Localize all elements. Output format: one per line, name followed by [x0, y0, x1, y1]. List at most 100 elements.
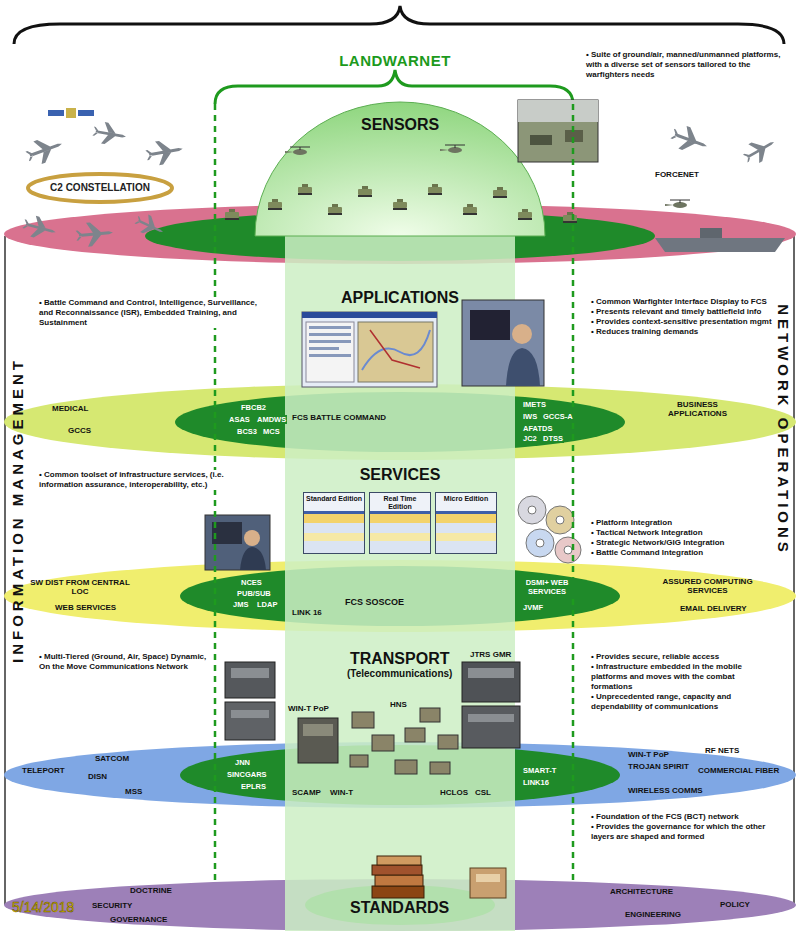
bullet-note: • Provides the governance for which the … — [591, 822, 775, 842]
label-group: POLICY — [720, 900, 750, 909]
label-group: • Foundation of the FCS (BCT) network• P… — [590, 812, 776, 842]
layer-label: ASSURED COMPUTING SERVICES — [655, 577, 760, 595]
node-title: Real Time Edition — [371, 495, 429, 511]
system-label: JTRS GMR — [470, 650, 511, 659]
layer-label: DOCTRINE — [130, 886, 172, 895]
bullet-note: • Unprecedented range, capacity and depe… — [591, 692, 775, 712]
layer-heading: APPLICATIONS — [338, 289, 462, 307]
layer-label: ENGINEERING — [625, 910, 681, 919]
label-group: • Multi-Tiered (Ground, Air, Space) Dyna… — [38, 652, 212, 672]
bullet-note: • Multi-Tiered (Ground, Air, Space) Dyna… — [39, 652, 211, 672]
label-group: JTRS GMR — [470, 650, 511, 659]
label-group: IMETS — [522, 400, 547, 409]
ground-vehicles — [225, 184, 577, 223]
layer-heading: TRANSPORT(Telecommunications) — [344, 650, 455, 680]
layer-label: RF NETS — [705, 746, 739, 755]
layer-label: GCCS — [68, 426, 91, 435]
label-group: INFORMATION MANAGEMENT — [10, 357, 26, 663]
system-label: GCCS-A — [542, 412, 574, 421]
radio-equipment — [225, 662, 520, 774]
system-label: CSL — [475, 788, 491, 797]
layer-label: WEB SERVICES — [55, 603, 116, 612]
label-group: TELEPORT — [22, 766, 65, 775]
system-label: FBCB2 — [240, 403, 267, 412]
layer-label: SW DIST FROM CENTRAL LOC — [30, 578, 130, 596]
label-group: NCES — [240, 578, 263, 587]
satellite — [48, 108, 94, 118]
side-title: INFORMATION MANAGEMENT — [10, 357, 26, 663]
layer-label: SECURITY — [92, 901, 132, 910]
label-group: ASAS — [228, 415, 251, 424]
landwarnet-boundary — [214, 104, 217, 880]
landwarnet-boundary — [572, 104, 575, 880]
system-label: FCS BATTLE COMMAND — [292, 413, 386, 422]
label-group: HCLOS — [440, 788, 468, 797]
label-group: LINK16 — [522, 778, 550, 787]
system-label: SINCGARS — [226, 770, 268, 779]
label-group: MSS — [125, 787, 142, 796]
system-label: MCS — [262, 427, 281, 436]
standards-books — [372, 856, 506, 898]
label-group: C2 CONSTELLATION — [30, 182, 170, 194]
layer-label: FORCENET — [655, 170, 699, 179]
layer-label: WIRELESS COMMS — [628, 786, 703, 795]
system-label: LINK 16 — [292, 608, 322, 617]
label-group: • Provides secure, reliable access• Infr… — [590, 652, 776, 712]
label-group: SCAMP — [292, 788, 321, 797]
layer-label: WIN-T PoP — [628, 750, 669, 759]
layer-heading: SENSORS — [358, 116, 442, 134]
bullet-note: • Common toolset of infrastructure servi… — [39, 470, 254, 490]
layer-label: BUSINESS APPLICATIONS — [650, 400, 745, 418]
label-group: GOVERNANCE — [110, 915, 167, 924]
label-group: DISN — [88, 772, 107, 781]
aircraft — [21, 120, 780, 247]
layer-label: POLICY — [720, 900, 750, 909]
label-group: HNS — [390, 700, 407, 709]
label-group: LDAP — [256, 600, 278, 609]
operator-photo — [462, 300, 544, 386]
layer-label: EMAIL DELIVERY — [680, 604, 747, 613]
label-group: EMAIL DELIVERY — [680, 604, 747, 613]
battlefield-photo — [518, 100, 598, 162]
layer-label: MSS — [125, 787, 142, 796]
label-group: AFATDS — [522, 424, 553, 433]
node-title: Standard Edition — [305, 495, 363, 503]
system-label: HCLOS — [440, 788, 468, 797]
system-label: WIN-T — [330, 788, 353, 797]
label-group: FBCB2 — [240, 403, 267, 412]
c2-ring — [28, 174, 172, 202]
layer-label: SATCOM — [95, 754, 129, 763]
label-group: GCCS — [68, 426, 91, 435]
label-group: DSMI+ WEB SERVICES — [518, 578, 576, 596]
system-label: SMART-T — [522, 766, 557, 775]
system-label: DTSS — [542, 434, 564, 443]
layer-heading: STANDARDS — [347, 899, 452, 917]
label-group: WEB SERVICES — [55, 603, 116, 612]
system-label: HNS — [390, 700, 407, 709]
bullet-note: • Battle Command Integration — [591, 548, 775, 558]
label-group: PUB/SUB — [236, 589, 272, 598]
date-watermark: 5/14/2018 — [12, 899, 74, 915]
node-title: SERVICES — [298, 466, 502, 484]
top-bracket — [14, 6, 784, 44]
label-group: LINK 16 — [292, 608, 322, 617]
software-discs — [518, 496, 581, 563]
label-group: COMMERCIAL FIBER — [698, 766, 779, 775]
constellation-label: C2 CONSTELLATION — [30, 182, 170, 194]
system-label: NCES — [240, 578, 263, 587]
label-group: DTSS — [542, 434, 564, 443]
system-label: IMETS — [522, 400, 547, 409]
label-group: AMDWS — [256, 415, 287, 424]
system-label: JVMF — [522, 603, 544, 612]
node-title: Micro Edition — [437, 495, 495, 503]
frame-line — [4, 236, 6, 905]
bullet-note: • Battle Command and Control, Intelligen… — [39, 298, 271, 328]
label-group: MEDICAL — [52, 404, 88, 413]
network-title: LANDWARNET — [330, 52, 460, 69]
side-title: NETWORK OPERATIONS — [775, 304, 791, 556]
node-title: SENSORS — [361, 116, 439, 134]
services-panel: SERVICES Standard Edition Real Time Editio… — [295, 466, 505, 560]
system-label: JMS — [232, 600, 249, 609]
node-title: APPLICATIONS — [341, 289, 459, 307]
edition-box: Real Time Edition — [369, 492, 431, 554]
